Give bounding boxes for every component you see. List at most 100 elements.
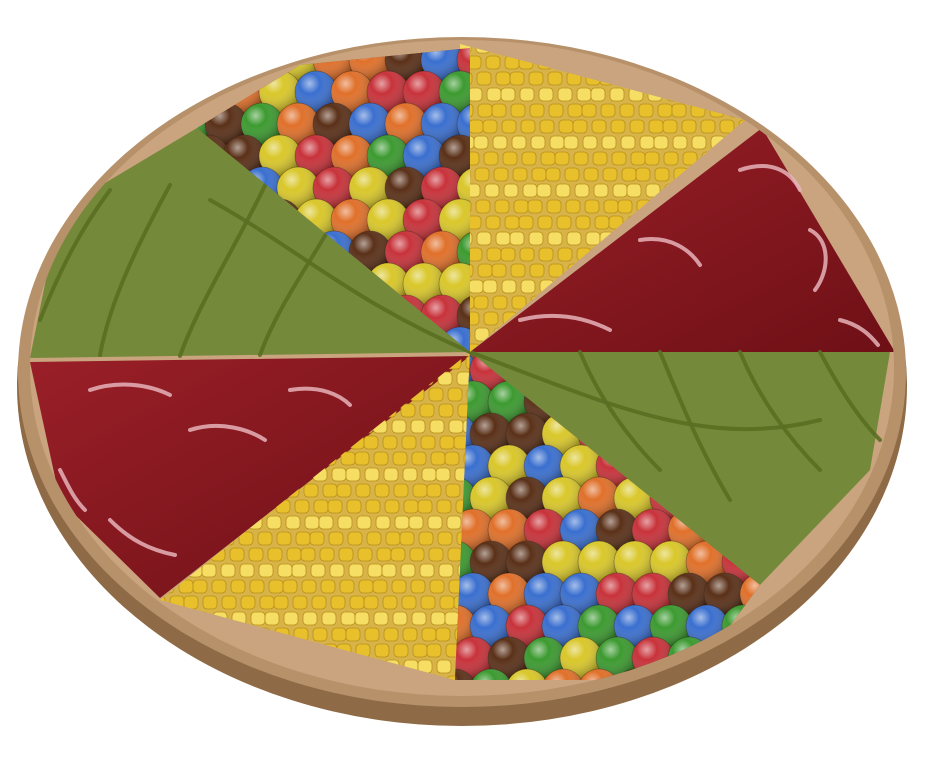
candy [721,668,760,680]
corn-kernel [548,103,564,118]
corn-kernel [575,215,591,230]
corn-kernel [428,387,444,402]
corn-kernel [671,103,687,118]
corn-kernel [439,595,455,610]
corn-kernel [229,547,245,562]
corn-kernel [602,167,618,182]
corn-kernel [466,387,470,402]
corn-kernel [339,579,355,594]
corn-kernel [304,515,320,530]
corn-kernel [585,231,601,246]
corn-kernel [435,627,451,642]
corn-kernel [390,547,406,562]
candy-shade [421,167,463,209]
candy-shade [277,103,319,145]
candy-shade [331,135,373,177]
corn-kernel [383,627,399,642]
corn-kernel [437,371,453,386]
corn-kernel [573,151,589,166]
corn-kernel [485,215,501,230]
corn-kernel [330,595,346,610]
candy-shade [439,199,470,241]
corn-kernel [467,87,483,102]
candy-shade [439,135,470,177]
corn-kernel [185,659,201,674]
corn-kernel [644,151,660,166]
corn-kernel [617,199,633,214]
corn-kernel [494,199,510,214]
corn-kernel [491,263,507,278]
corn-kernel [611,151,627,166]
corn-kernel [482,119,498,134]
corn-kernel [301,579,317,594]
corn-kernel [355,483,371,498]
corn-kernel [201,563,217,578]
corn-kernel [221,595,237,610]
corn-kernel [340,611,356,626]
corn-kernel [320,579,336,594]
candy-shade [614,541,656,583]
corn-kernel [513,199,529,214]
corn-kernel [726,44,742,54]
corn-kernel [268,579,284,594]
meat-shine [808,228,828,292]
corn-kernel [502,151,518,166]
corn-kernel [519,247,535,262]
candy-shade [614,605,656,647]
corn-kernel [295,531,311,546]
corn-kernel [367,563,383,578]
corn-kernel [319,547,335,562]
corn-kernel [285,515,301,530]
greens-vein [468,350,822,432]
corn-kernel [401,595,417,610]
corn-kernel [747,72,761,85]
candy-shade [439,263,470,305]
corn-kernel [529,103,545,118]
corn-kernel [374,643,390,658]
candy-shade [421,103,463,145]
corn-kernel [266,515,282,530]
candy-shade [455,637,494,679]
corn-kernel [176,675,192,680]
corn-kernel [620,135,636,150]
corn-kernel [748,104,762,117]
corn-kernel [400,403,416,418]
corn-kernel [629,119,645,134]
candy-shade [506,605,548,647]
corn-kernel [376,547,392,562]
corn-kernel [736,55,745,70]
candy-shade [506,413,548,455]
candy-shade [349,103,391,145]
candy-shade [524,637,566,679]
corn-kernel [273,595,289,610]
corn-kernel [384,499,400,514]
corn-kernel [636,44,652,54]
corn-kernel [345,467,361,482]
corn-kernel [427,515,443,530]
corn-kernel [448,419,464,434]
corn-kernel [349,595,365,610]
corn-kernel [381,563,397,578]
candy-shade [560,445,602,487]
corn-kernel [230,579,246,594]
meat-shine [288,386,352,407]
corn-kernel [674,44,690,54]
corn-kernel [399,531,415,546]
corn-kernel [484,183,500,198]
corn-kernel [590,87,606,102]
corn-kernel [437,531,453,546]
corn-kernel [483,311,499,326]
candy-shade [578,477,620,519]
corn-kernel [717,55,733,70]
corn-kernel [393,483,409,498]
corn-kernel [358,579,374,594]
corn-kernel [476,231,492,246]
corn-kernel [372,579,388,594]
candy-shade [295,135,337,177]
candy-shade [455,541,476,583]
corn-kernel [402,627,418,642]
greens-veins [38,173,882,502]
corn-kernel [402,467,418,482]
corn-kernel [202,595,218,610]
